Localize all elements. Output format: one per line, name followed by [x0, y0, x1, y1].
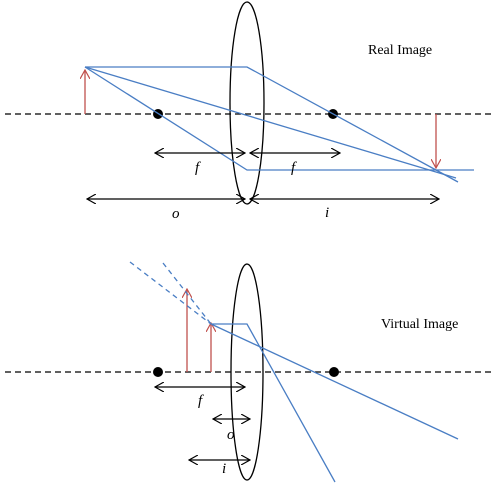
central-ray-bottom	[210, 323, 459, 440]
label-f-left-top: f	[195, 160, 201, 176]
convex-lens-bottom	[230, 263, 264, 481]
real-rays	[84, 66, 474, 183]
parallel-ray-bottom	[211, 323, 336, 483]
parallel-ray	[85, 66, 459, 183]
label-i-top: i	[325, 205, 329, 221]
central-ray	[84, 66, 457, 179]
label-i-bottom: i	[222, 461, 226, 477]
extension-dashed-1	[129, 261, 212, 325]
virtual-image-diagram: f o i Virtual Image	[5, 261, 495, 483]
virtual-rays	[129, 261, 459, 483]
label-f-bottom: f	[198, 393, 204, 409]
label-o-top: o	[172, 206, 180, 222]
real-image-diagram: f f o i Real Image	[5, 1, 495, 222]
extension-dashed-2	[162, 262, 212, 325]
convex-lens-top	[229, 1, 265, 205]
focal-ray	[84, 66, 474, 171]
focal-point-left-bottom	[153, 367, 163, 377]
real-image-title: Real Image	[368, 43, 432, 58]
virtual-image-title: Virtual Image	[381, 317, 458, 332]
focal-point-right-bottom	[329, 367, 339, 377]
label-o-bottom: o	[227, 427, 235, 443]
label-f-right-top: f	[291, 160, 297, 176]
